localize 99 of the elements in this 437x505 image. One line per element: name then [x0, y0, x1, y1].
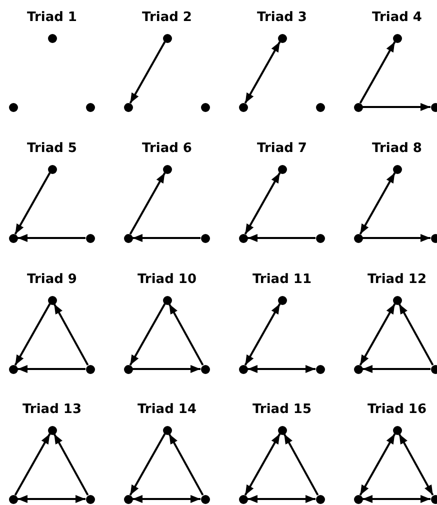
triad-title: Triad 15: [252, 402, 312, 418]
node-dot: [8, 102, 18, 112]
arrow: [168, 303, 204, 366]
triad-title: Triad 14: [138, 402, 196, 418]
arrow: [244, 41, 281, 104]
node-dot: [86, 364, 94, 374]
node-dot: [200, 494, 210, 504]
arrow: [132, 365, 200, 373]
arrow: [18, 495, 86, 503]
node-dot: [48, 164, 56, 174]
triad-title: Triad 6: [142, 141, 192, 157]
node-dot: [392, 34, 402, 42]
arrow: [14, 303, 51, 366]
triad-title: Triad 13: [22, 402, 82, 418]
arrow: [248, 365, 316, 373]
node-dot: [430, 102, 437, 112]
node-dot: [162, 426, 172, 434]
node-dot: [48, 426, 56, 434]
triad-title: Triad 10: [138, 272, 196, 288]
node-dot: [354, 494, 362, 504]
arrow: [398, 303, 434, 366]
node-dot: [124, 364, 132, 374]
node-dot: [238, 102, 248, 112]
arrow: [129, 303, 166, 366]
arrow: [244, 433, 281, 496]
arrow: [132, 495, 200, 503]
node-dot: [316, 494, 324, 504]
arrow: [53, 303, 89, 366]
arrow: [362, 234, 430, 242]
node-dot: [8, 494, 18, 504]
triad-title: Triad 9: [27, 272, 77, 288]
triad-title: Triad 4: [372, 10, 422, 26]
node-dot: [430, 234, 437, 242]
node-dot: [430, 494, 437, 504]
node-dot: [238, 234, 248, 242]
triad-title: Triad 12: [368, 272, 426, 288]
arrow: [14, 433, 51, 496]
arrow: [248, 234, 316, 242]
node-dot: [124, 102, 132, 112]
node-dot: [278, 426, 286, 434]
triad-title: Triad 5: [27, 141, 77, 157]
node-dot: [48, 296, 56, 304]
arrow: [362, 103, 430, 111]
node-dot: [8, 234, 18, 242]
arrow: [359, 41, 396, 104]
triad-title: Triad 1: [27, 10, 77, 26]
arrow: [359, 433, 396, 496]
node-dot: [392, 296, 402, 304]
arrow: [18, 365, 86, 373]
node-dot: [162, 164, 172, 174]
node-dot: [162, 296, 172, 304]
arrow: [132, 234, 200, 242]
arrow: [248, 495, 316, 503]
arrow: [53, 433, 89, 496]
node-dot: [354, 102, 362, 112]
arrow: [168, 433, 204, 496]
arrow: [129, 433, 166, 496]
triad-title: Triad 3: [257, 10, 307, 26]
node-dot: [8, 364, 18, 374]
arrow: [362, 495, 430, 503]
arrow: [129, 172, 166, 235]
arrow: [18, 234, 86, 242]
triad-title: Triad 7: [257, 141, 307, 157]
node-dot: [200, 234, 210, 242]
triad-title: Triad 16: [368, 402, 426, 418]
arrow: [244, 172, 281, 235]
node-dot: [392, 164, 402, 174]
node-dot: [86, 494, 94, 504]
triad-title: Triad 2: [142, 10, 192, 26]
arrow: [362, 365, 430, 373]
triad-title: Triad 8: [372, 141, 422, 157]
node-dot: [354, 364, 362, 374]
node-dot: [200, 364, 210, 374]
arrow: [244, 303, 281, 366]
arrow: [14, 172, 51, 235]
node-dot: [316, 234, 324, 242]
node-dot: [392, 426, 402, 434]
node-dot: [238, 364, 248, 374]
arrow: [359, 172, 396, 235]
node-dot: [86, 102, 94, 112]
arrow: [359, 303, 396, 366]
node-dot: [278, 34, 286, 42]
arrow: [129, 41, 166, 104]
node-dot: [316, 102, 324, 112]
node-dot: [200, 102, 210, 112]
node-dot: [278, 296, 286, 304]
node-dot: [124, 234, 132, 242]
node-dot: [238, 494, 248, 504]
node-dot: [124, 494, 132, 504]
node-dot: [278, 164, 286, 174]
triad-title: Triad 11: [252, 272, 312, 288]
arrow: [283, 433, 319, 496]
node-dot: [430, 364, 437, 374]
node-dot: [354, 234, 362, 242]
node-dot: [48, 34, 56, 42]
node-dot: [86, 234, 94, 242]
node-dot: [316, 364, 324, 374]
node-dot: [162, 34, 172, 42]
arrow: [398, 433, 434, 496]
